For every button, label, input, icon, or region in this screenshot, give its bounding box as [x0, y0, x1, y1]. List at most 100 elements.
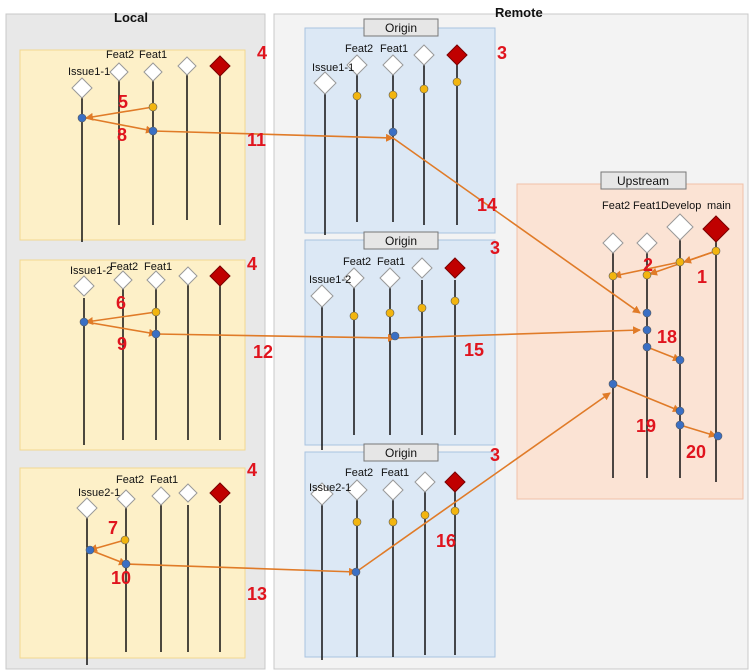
- step-number: 8: [117, 125, 127, 145]
- branch-label: Feat1: [144, 261, 172, 273]
- branch-label: main: [707, 200, 731, 212]
- branch-label: Feat1: [633, 200, 661, 212]
- branch-label: Issue2-1: [309, 482, 351, 494]
- step-number: 4: [257, 43, 267, 63]
- branch-label: Feat2: [343, 256, 371, 268]
- main-branch-diamond-icon: [209, 55, 231, 77]
- branch-label: Feat2: [116, 474, 144, 486]
- upstream-box: [516, 183, 744, 500]
- commit-dot-yellow: [420, 510, 430, 520]
- local-box-2: [19, 259, 246, 451]
- branch-label: Issue1-2: [70, 265, 112, 277]
- step-number: 18: [657, 327, 677, 347]
- branch-label: Issue1-1: [312, 62, 354, 74]
- flow-arrow: [683, 250, 717, 264]
- branch-head-diamond-icon: [116, 489, 136, 509]
- branch-head-diamond-icon: [411, 257, 433, 279]
- branch-label: Feat2: [345, 467, 373, 479]
- commit-dot-yellow: [352, 91, 362, 101]
- main-branch-diamond-icon: [444, 471, 466, 493]
- step-number: 3: [497, 43, 507, 63]
- branch-head-diamond-icon: [414, 471, 436, 493]
- origin-title-3: Origin: [363, 443, 439, 462]
- svg-text:Origin: Origin: [385, 446, 417, 460]
- branch-label: Feat2: [110, 261, 138, 273]
- branch-label: Issue1-2: [309, 274, 351, 286]
- branch-head-diamond-icon: [666, 213, 694, 241]
- flow-arrow: [155, 333, 396, 342]
- commit-dot-yellow: [349, 311, 359, 321]
- commit-dot-yellow: [608, 271, 618, 281]
- main-branch-diamond-icon: [209, 265, 231, 287]
- branch-head-diamond-icon: [76, 497, 98, 519]
- step-number: 13: [247, 584, 267, 604]
- branch-head-diamond-icon: [178, 266, 198, 286]
- branch-head-diamond-icon: [177, 56, 197, 76]
- commit-dot-yellow: [450, 506, 460, 516]
- branch-head-diamond-icon: [413, 44, 435, 66]
- flow-arrow: [679, 424, 717, 438]
- branch-label: Feat2: [602, 200, 630, 212]
- step-number: 3: [490, 238, 500, 258]
- branch-head-diamond-icon: [109, 62, 129, 82]
- step-number: 7: [108, 518, 118, 538]
- commit-dot-blue: [79, 317, 89, 327]
- commit-dot-yellow: [452, 77, 462, 87]
- step-number: 15: [464, 340, 484, 360]
- branch-head-diamond-icon: [313, 71, 337, 95]
- commit-dot-blue: [608, 379, 618, 389]
- flow-arrow: [89, 549, 127, 566]
- upstream-title: Upstream: [600, 171, 687, 190]
- step-number: 3: [490, 445, 500, 465]
- main-branch-diamond-icon: [209, 482, 231, 504]
- branch-head-diamond-icon: [346, 479, 368, 501]
- branch-head-diamond-icon: [382, 54, 404, 76]
- main-branch-diamond-icon: [702, 215, 730, 243]
- origin-box-2: [304, 239, 496, 446]
- commit-dot-yellow: [352, 517, 362, 527]
- commit-dot-yellow: [120, 535, 130, 545]
- commit-dot-blue: [151, 329, 161, 339]
- branch-label: Feat1: [150, 474, 178, 486]
- flow-arrow: [152, 130, 394, 142]
- commit-dot-blue: [121, 559, 131, 569]
- branch-label: Feat2: [345, 43, 373, 55]
- flow-arrow: [355, 392, 611, 573]
- step-number: 14: [477, 195, 497, 215]
- step-number: 2: [643, 255, 653, 275]
- flow-arrow: [89, 539, 126, 552]
- commit-dot-yellow: [450, 296, 460, 306]
- step-number: 4: [247, 254, 257, 274]
- flow-arrow: [85, 106, 154, 121]
- svg-text:Origin: Origin: [385, 234, 417, 248]
- svg-text:Origin: Origin: [385, 21, 417, 35]
- branch-head-diamond-icon: [636, 232, 658, 254]
- commit-dot-blue: [85, 545, 95, 555]
- commit-dot-blue: [148, 126, 158, 136]
- svg-text:Upstream: Upstream: [617, 174, 669, 188]
- flow-arrow: [646, 346, 681, 362]
- commit-dot-yellow: [151, 307, 161, 317]
- commit-dot-yellow: [148, 102, 158, 112]
- flow-arrow: [392, 137, 641, 314]
- step-number: 6: [116, 293, 126, 313]
- branch-head-diamond-icon: [146, 270, 166, 290]
- step-number: 9: [117, 334, 127, 354]
- origin-box-1: [304, 27, 496, 234]
- step-number: 16: [436, 531, 456, 551]
- branch-head-diamond-icon: [602, 232, 624, 254]
- branch-label: Issue1-1: [68, 66, 110, 78]
- local-header: Local: [114, 10, 148, 25]
- commit-dot-blue: [713, 431, 723, 441]
- commit-dot-yellow: [642, 270, 652, 280]
- step-number: 11: [247, 130, 266, 150]
- commit-dot-yellow: [711, 246, 721, 256]
- branch-label: Feat1: [377, 256, 405, 268]
- main-branch-diamond-icon: [444, 257, 466, 279]
- commit-dot-blue: [642, 308, 652, 318]
- step-number: 19: [636, 416, 656, 436]
- branch-head-diamond-icon: [310, 482, 334, 506]
- flow-arrow: [394, 326, 641, 339]
- branch-head-diamond-icon: [346, 54, 368, 76]
